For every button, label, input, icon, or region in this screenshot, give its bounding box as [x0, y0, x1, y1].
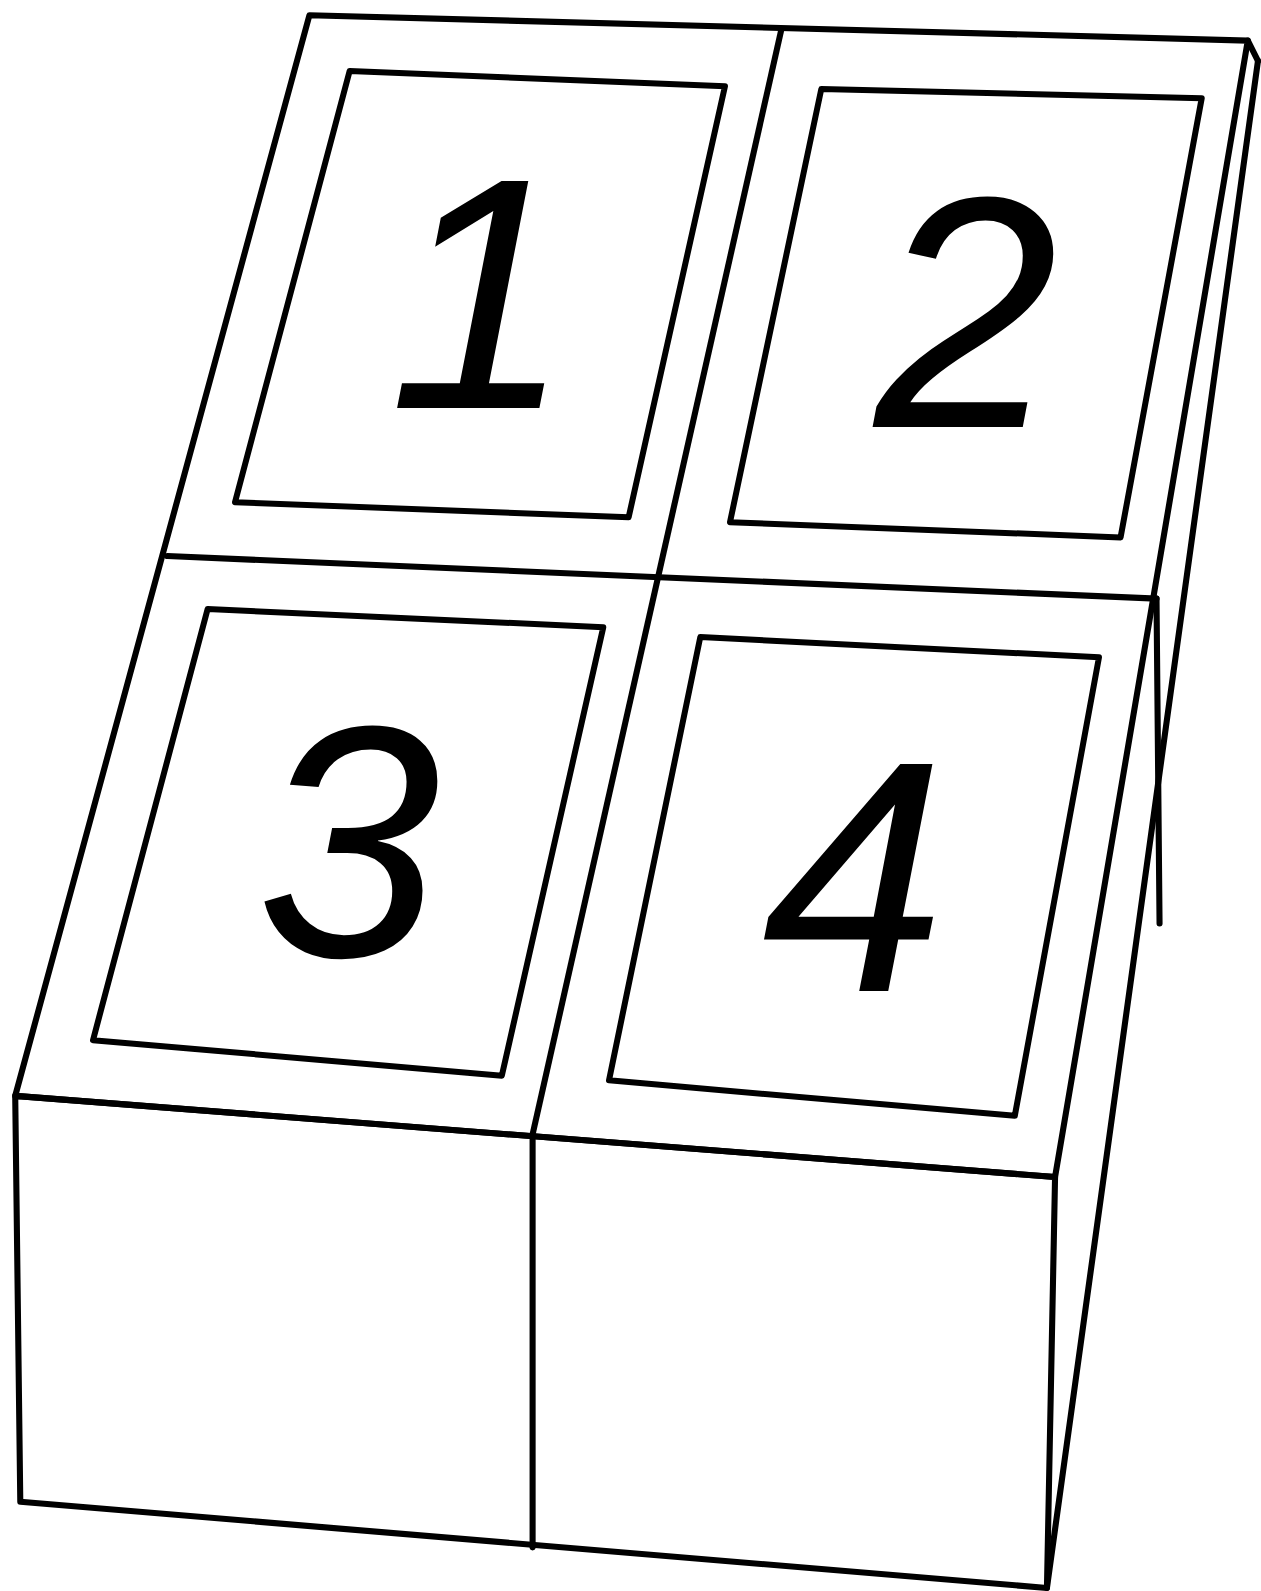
panel-border [730, 89, 1202, 537]
side-edge [1047, 61, 1258, 1588]
number-panel: 4 [609, 637, 1099, 1116]
panel-number: 3 [257, 677, 441, 1007]
side-edge [1248, 41, 1258, 61]
number-panel: 3 [93, 609, 603, 1076]
panel-number: 2 [875, 148, 1059, 478]
panel-number: 4 [762, 712, 946, 1042]
top-face [15, 15, 1248, 1177]
number-panel: 2 [730, 89, 1202, 537]
number-panel: 1 [235, 71, 725, 517]
divider-line [530, 1134, 536, 1547]
front-face [15, 1096, 1055, 1588]
panel-border [609, 637, 1099, 1116]
side-edge [1157, 599, 1160, 924]
panel-border [235, 71, 725, 517]
panel-border [93, 609, 603, 1076]
panel-number: 1 [389, 129, 573, 459]
